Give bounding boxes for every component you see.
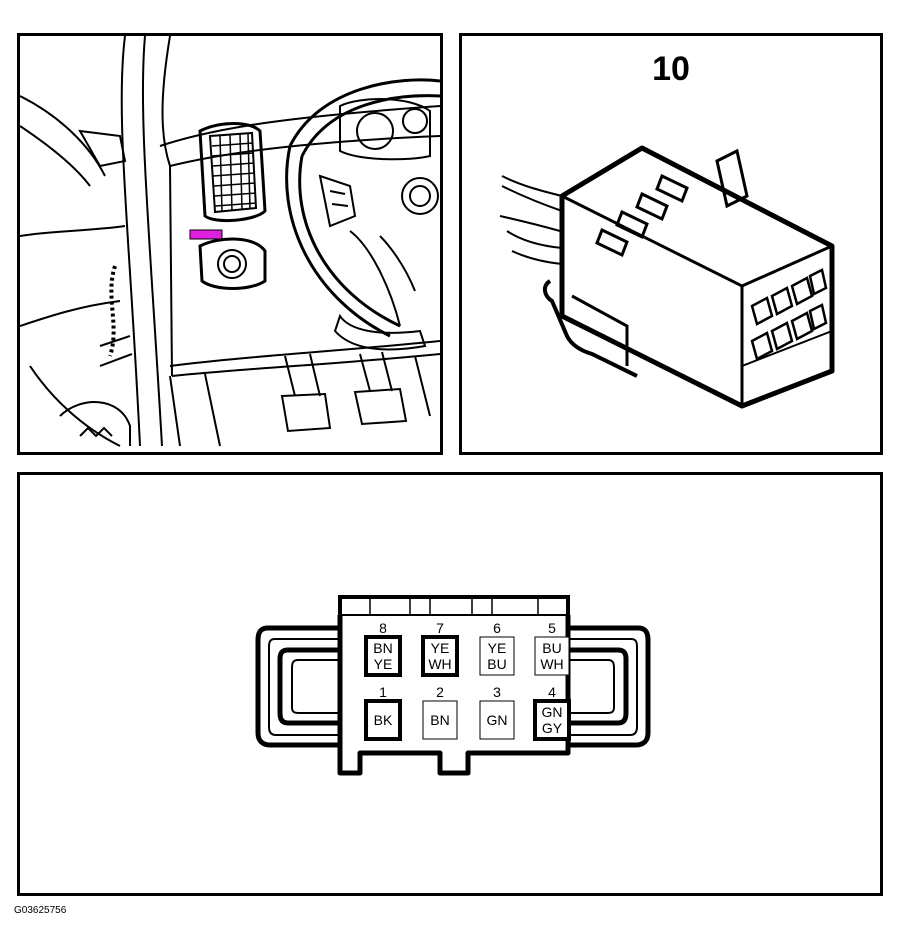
pin-8-cavity [364,635,402,677]
connector-number-label: 10 [652,50,690,88]
pin-3-number: 3 [493,684,501,700]
pin-1-wire-color: BK [374,712,393,728]
pin-3-cavity [479,700,515,740]
pin-3-wire-color: GN [487,712,508,728]
pin-2-cavity [422,700,458,740]
dashboard-location-illustration [20,36,440,447]
pin-7-wire-color: YE [431,640,450,656]
pin-8-wire-color: BN [373,640,392,656]
pin-1-number: 1 [379,684,387,700]
pin-5-cavity [534,636,570,676]
connector-view-panel: 10 [459,33,883,455]
figure-id: G03625756 [14,905,67,916]
pin-4-cavity [533,699,571,741]
pin-5-number: 5 [548,620,556,636]
connector-3d-illustration [499,145,835,409]
pin-1-cavity [364,699,402,741]
pin-6-cavity [479,636,515,676]
pin-2-number: 2 [436,684,444,700]
pin-6-wire-color: YE [488,640,507,656]
pin-6-wire-color: BU [487,656,506,672]
pin-5-wire-color: WH [540,656,563,672]
pin-7-cavity [421,635,459,677]
pin-6-number: 6 [493,620,501,636]
pin-4-number: 4 [548,684,556,700]
pin-5-wire-color: BU [542,640,561,656]
pin-7-number: 7 [436,620,444,636]
pin-2-wire-color: BN [430,712,449,728]
pin-4-wire-color: GN [542,704,563,720]
pin-8-number: 8 [379,620,387,636]
connector-location-marker [189,229,223,240]
pin-8-wire-color: YE [374,656,393,672]
location-view-panel [17,33,443,455]
pin-4-wire-color: GY [542,720,563,736]
pin-7-wire-color: WH [428,656,451,672]
